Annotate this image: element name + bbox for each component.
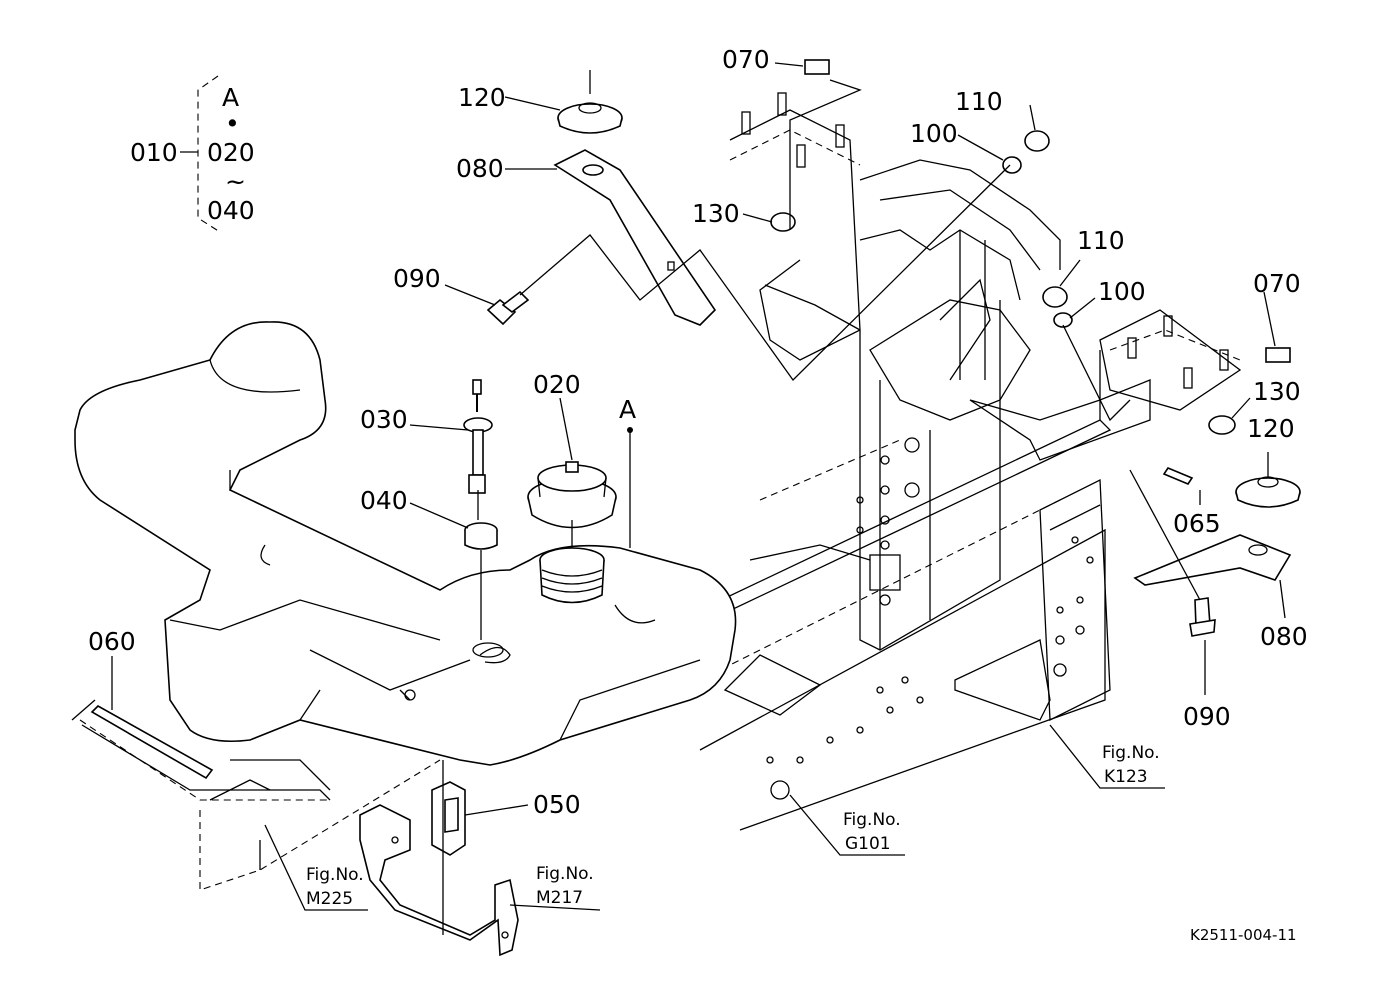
- legend-mid-number: 020: [207, 138, 255, 167]
- leader-lines: [111, 62, 1286, 935]
- chassis-frame: [699, 92, 1242, 831]
- fig-ref-m217-label: Fig.No.: [536, 864, 594, 884]
- strap: [71, 699, 441, 891]
- label-130-right: 130: [1253, 377, 1301, 406]
- fig-ref-g101-label: Fig.No.: [843, 810, 901, 830]
- fig-ref-m225-label: Fig.No.: [306, 865, 364, 885]
- label-point-a: A: [619, 395, 636, 424]
- studs-right: [1127, 315, 1229, 389]
- stay-right: [1133, 534, 1292, 586]
- label-100-right: 100: [1098, 277, 1146, 306]
- label-060: 060: [88, 627, 136, 656]
- fig-ref-m225-number: M225: [306, 889, 353, 909]
- fig-ref-m217-number: M217: [536, 888, 583, 908]
- fuel-cap: [527, 461, 617, 604]
- figure-references: Fig.No. K123 Fig.No. G101 Fig.No. M225 F…: [306, 743, 1160, 909]
- fig-ref-k123-label: Fig.No.: [1102, 743, 1160, 763]
- legend-bottom-number: 040: [207, 196, 255, 225]
- grommet: [464, 522, 498, 550]
- legend-top-label: A: [222, 83, 239, 112]
- part-number-labels: 120 080 090 020 030 040 A 060 050 070 13…: [88, 45, 1308, 819]
- nuts-washers: [770, 59, 1291, 435]
- bolt-top: [486, 290, 530, 326]
- label-040: 040: [360, 486, 408, 515]
- assembly-legend: 010 A • 020 ~ 040: [130, 75, 255, 233]
- label-030: 030: [360, 405, 408, 434]
- label-090-right: 090: [1183, 702, 1231, 731]
- bolt-right: [1189, 597, 1216, 637]
- label-080-right: 080: [1260, 622, 1308, 651]
- label-050: 050: [533, 790, 581, 819]
- drawing-code: K2511-004-11: [1190, 926, 1297, 944]
- stay-top: [553, 149, 717, 326]
- label-100-top: 100: [910, 119, 958, 148]
- bracket: [359, 781, 519, 957]
- fig-ref-g101-number: G101: [845, 834, 891, 854]
- label-110-top: 110: [955, 87, 1003, 116]
- label-065: 065: [1173, 509, 1221, 538]
- legend-dot: •: [225, 109, 240, 138]
- label-080-top: 080: [456, 154, 504, 183]
- washer-right: [1235, 476, 1301, 508]
- label-020: 020: [533, 370, 581, 399]
- label-120-top: 120: [458, 83, 506, 112]
- sender-unit: [463, 379, 493, 494]
- label-120-right: 120: [1247, 414, 1295, 443]
- rail-holes: [766, 437, 1094, 800]
- studs-left: [741, 92, 845, 168]
- legend-parent-number: 010: [130, 138, 178, 167]
- pin-065: [1162, 467, 1194, 485]
- label-090-top: 090: [393, 264, 441, 293]
- label-110-right: 110: [1077, 226, 1125, 255]
- fig-ref-k123-number: K123: [1104, 767, 1148, 787]
- label-070-right: 070: [1253, 269, 1301, 298]
- legend-tilde: ~: [225, 167, 246, 196]
- label-130-top: 130: [692, 199, 740, 228]
- fuel-tank: [74, 321, 737, 766]
- washer-top: [557, 70, 623, 134]
- label-070-top: 070: [722, 45, 770, 74]
